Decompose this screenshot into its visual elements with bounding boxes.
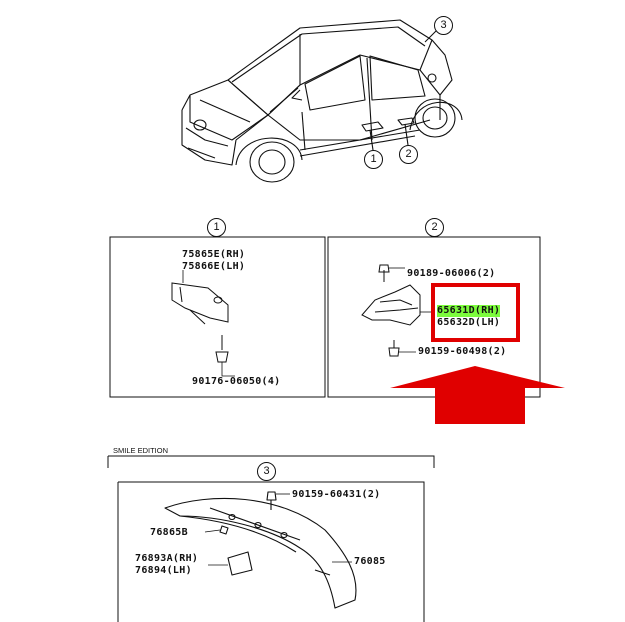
part-label-clip: 90176-06050(4) — [192, 376, 281, 387]
part-label-65632d: 65632D(LH) — [437, 317, 501, 328]
callout-3-car: 3 — [434, 16, 453, 35]
red-arrow — [390, 366, 565, 424]
edition-label: SMILE EDITION — [113, 446, 169, 455]
callout-1-panel: 1 — [207, 218, 226, 237]
part-label-65631d: 65631D(RH) — [437, 305, 501, 317]
callout-2-panel: 2 — [425, 218, 444, 237]
part-label-nut: 90159-60431(2) — [292, 489, 381, 500]
part-label-75865e: 75865E(RH) — [182, 249, 246, 260]
callout-1-car: 1 — [364, 150, 383, 169]
part-label-75866e: 75866E(LH) — [182, 261, 246, 272]
highlight-box — [431, 283, 520, 342]
car-illustration — [181, 19, 463, 183]
panel-1-border — [109, 236, 326, 398]
part-75865e-shape — [171, 282, 229, 363]
callout-3-panel: 3 — [257, 462, 276, 481]
part-label-76894: 76894(LH) — [135, 565, 192, 576]
part-label-76893a: 76893A(RH) — [135, 553, 199, 564]
rear-spoiler-shape — [164, 491, 357, 609]
part-label-screw-bottom: 90159-60498(2) — [418, 346, 507, 357]
panel-2-border — [327, 236, 541, 398]
callout-2-car: 2 — [399, 145, 418, 164]
part-label-screw-top: 90189-06006(2) — [407, 268, 496, 279]
part-label-76085: 76085 — [354, 556, 386, 567]
mud-guard-shape — [361, 264, 421, 357]
part-label-76865b: 76865B — [150, 527, 188, 538]
